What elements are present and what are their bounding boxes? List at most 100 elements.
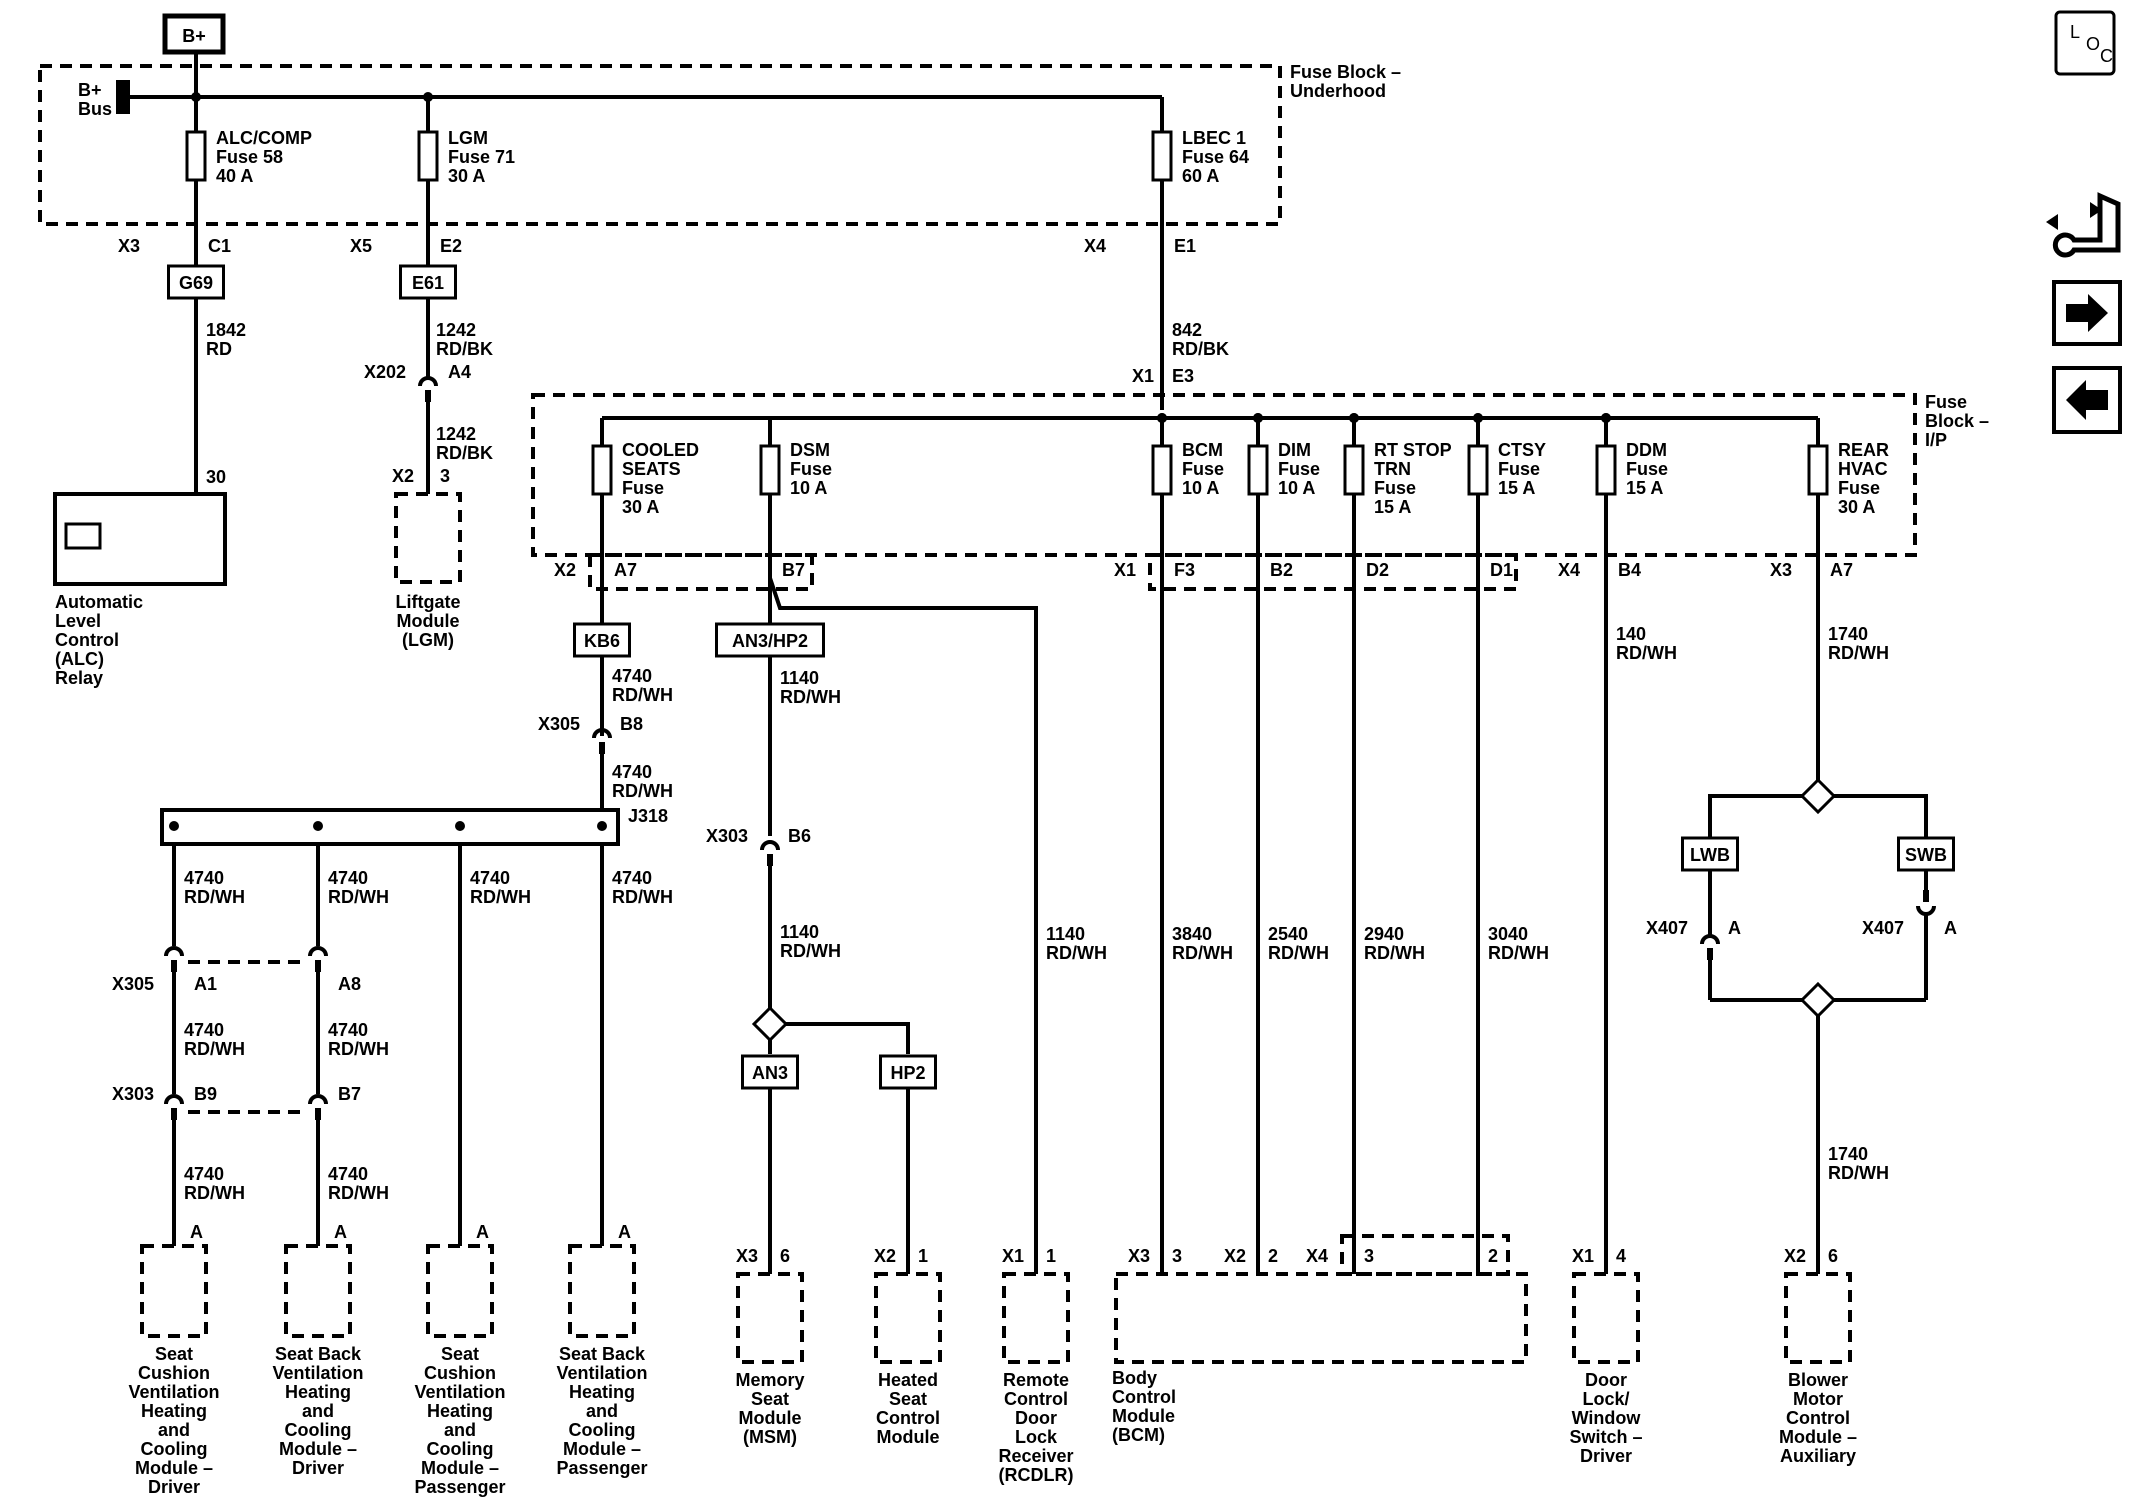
fuse-lgm-label-line: LGM xyxy=(448,128,488,148)
inline-connector-x305-1 xyxy=(164,946,184,957)
wire-label-line: 842 xyxy=(1172,320,1202,340)
wire xyxy=(768,577,1038,1274)
fuse-ctsy-label-line: Fuse xyxy=(1498,459,1540,479)
fuse-ddm-label-line: Fuse xyxy=(1626,459,1668,479)
module-seat_cush_pas-label-line: Ventilation xyxy=(414,1382,505,1402)
wire-label-line: RD/WH xyxy=(1828,643,1889,663)
bplus-box xyxy=(162,13,226,55)
module-msm-label-line: Memory xyxy=(735,1370,804,1390)
module-dlws-label-line: Door xyxy=(1585,1370,1627,1390)
module-hscm-label-line: Seat xyxy=(889,1389,927,1409)
pin-label: 3 xyxy=(440,466,450,486)
wire xyxy=(1708,794,1802,838)
module-seat_cush_pas-label-line: Heating xyxy=(427,1401,493,1421)
inline-connector-x303-2 xyxy=(308,1094,328,1105)
pin-label: A xyxy=(476,1222,489,1242)
fuse-cooled-label-line: SEATS xyxy=(622,459,681,479)
wire-label-line: RD/WH xyxy=(184,1183,245,1203)
fuse-rear-label-line: Fuse xyxy=(1838,478,1880,498)
fuse-dsm-label-line: DSM xyxy=(790,440,830,460)
fuse-rtstop xyxy=(1343,444,1365,496)
module-seat_cush_pas-label-line: Passenger xyxy=(414,1477,505,1497)
components-layer xyxy=(53,13,1955,1120)
module-rcdlr-label-line: Door xyxy=(1015,1408,1057,1428)
pin-label: D2 xyxy=(1366,560,1389,580)
module-rcdlr-label-line: Control xyxy=(1004,1389,1068,1409)
pin-label: 1 xyxy=(1046,1246,1056,1266)
wire xyxy=(1834,794,1928,838)
wire-label-line: 4740 xyxy=(612,868,652,888)
wire-label-line: RD/WH xyxy=(612,887,673,907)
connector-label: X2 xyxy=(874,1246,896,1266)
module-alc-relay-label-line: Automatic xyxy=(55,592,143,612)
pin-label: 2 xyxy=(1488,1246,1498,1266)
pin-label: A xyxy=(618,1222,631,1242)
loc-icon[interactable] xyxy=(2054,10,2116,76)
connector-label: X305 xyxy=(538,714,580,734)
splice-an3-hp2 xyxy=(715,622,825,658)
wire-label-line: RD/WH xyxy=(612,781,673,801)
fuse-block-ip-label-line: Fuse xyxy=(1925,392,1967,412)
connector-label: X3 xyxy=(118,236,140,256)
module-bmcm-label-line: Auxiliary xyxy=(1780,1446,1856,1466)
bus-bracket xyxy=(116,80,130,114)
fuse-block-ip-label-line: I/P xyxy=(1925,430,1947,450)
module-box-msm xyxy=(736,1272,804,1364)
splice-bar-j318 xyxy=(160,808,620,846)
module-seat_cush_drv-label-line: and xyxy=(158,1420,190,1440)
splice-hp2-label: HP2 xyxy=(890,1063,925,1083)
fuse-block-underhood-label-line: Fuse Block – xyxy=(1290,62,1401,82)
connector-label: X2 xyxy=(554,560,576,580)
wire-label-line: RD/WH xyxy=(328,1183,389,1203)
inline-connector-x407-swb-pin xyxy=(1923,890,1929,902)
wire-label-line: 1242 xyxy=(436,424,476,444)
bus-label-line: B+ xyxy=(78,80,102,100)
fuse-dsm xyxy=(759,444,781,496)
wire-label-line: 4740 xyxy=(328,1164,368,1184)
side-toolbar[interactable]: LOC xyxy=(2046,10,2122,434)
seat-module-box-3 xyxy=(426,1244,494,1338)
diagnostic-icon[interactable] xyxy=(2046,192,2121,258)
module-seat_back_drv-label-line: Module – xyxy=(279,1439,357,1459)
wire-label-line: RD/WH xyxy=(1268,943,1329,963)
module-seat_cush_drv-label-line: Cooling xyxy=(141,1439,208,1459)
module-seat_cush_pas-label-line: Cooling xyxy=(427,1439,494,1459)
fuse-lgm xyxy=(417,130,439,182)
fuse-alc-label-line: ALC/COMP xyxy=(216,128,312,148)
module-box-dlws xyxy=(1572,1272,1640,1364)
connector-label: X1 xyxy=(1002,1246,1024,1266)
next-arrow-icon-glyph xyxy=(2066,294,2108,332)
module-seat_back_drv-label-line: and xyxy=(302,1401,334,1421)
inline-connector-x305-pin xyxy=(599,742,605,754)
pin-label: 2 xyxy=(1268,1246,1278,1266)
wire-label-line: RD/WH xyxy=(1364,943,1425,963)
module-alc-relay-label-line: (ALC) xyxy=(55,649,104,669)
connector-label: X4 xyxy=(1558,560,1580,580)
module-seat_cush_drv-label-line: Heating xyxy=(141,1401,207,1421)
lgm-box xyxy=(394,492,462,584)
module-alc-relay-label-line: Control xyxy=(55,630,119,650)
module-seat_cush_drv-label-line: Driver xyxy=(148,1477,200,1497)
connector-label: X2 xyxy=(1224,1246,1246,1266)
splice-swb-label: SWB xyxy=(1905,845,1947,865)
pin-label: A xyxy=(334,1222,347,1242)
junction-dot xyxy=(169,821,179,831)
inline-connector-x202-pin xyxy=(425,390,431,402)
junction-dot xyxy=(1601,413,1611,423)
fuse-bcm-label-line: 10 A xyxy=(1182,478,1219,498)
fuse-ddm-label-line: 15 A xyxy=(1626,478,1663,498)
wire-label-line: 2940 xyxy=(1364,924,1404,944)
wire-label-line: 2540 xyxy=(1268,924,1308,944)
pin-label: B6 xyxy=(788,826,811,846)
fuse-dim-label-line: DIM xyxy=(1278,440,1311,460)
connector-label: X3 xyxy=(736,1246,758,1266)
wire-label-line: RD xyxy=(206,339,232,359)
wire-label-line: 4740 xyxy=(184,1164,224,1184)
labels-layer: B+Fuse Block –UnderhoodB+BusALC/COMPFuse… xyxy=(55,26,1989,1497)
fuse-rear-label-line: 30 A xyxy=(1838,497,1875,517)
module-lgm-label-line: Liftgate xyxy=(396,592,461,612)
pin-label: A xyxy=(190,1222,203,1242)
splice-lwb xyxy=(1681,836,1739,872)
connector-label: X5 xyxy=(350,236,372,256)
inline-connector-x202 xyxy=(418,376,438,387)
